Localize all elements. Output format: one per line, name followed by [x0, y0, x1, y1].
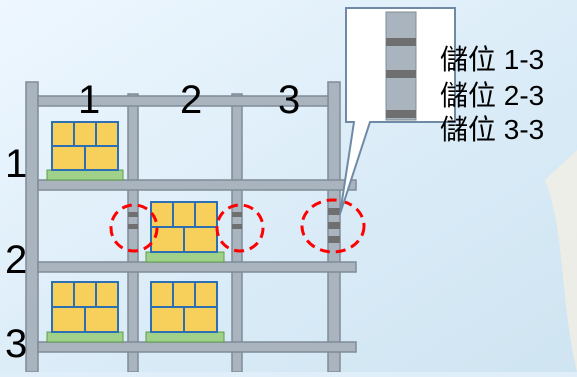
rack-beam-2	[37, 261, 357, 273]
background-decoration	[545, 150, 577, 372]
rack-beam-3	[37, 341, 357, 353]
highlight-circle-upright-1	[109, 203, 159, 253]
pallet-stack-r3c1	[46, 281, 124, 343]
row-label-1: 1	[5, 142, 28, 186]
zoomed-upright	[385, 11, 417, 121]
slot-label-3-3: 儲位 3-3	[440, 114, 545, 145]
row-label-2: 2	[5, 238, 28, 282]
upright-location-markers	[128, 208, 340, 243]
row-label-3: 3	[5, 322, 28, 366]
column-label-2: 2	[180, 78, 203, 122]
rack-upright-mid2	[231, 93, 243, 373]
column-label-3: 3	[278, 78, 301, 122]
highlight-circle-upright-2	[215, 203, 265, 253]
pallet-stack-r2c2	[145, 201, 225, 263]
highlight-circle-upright-3	[300, 198, 366, 254]
slot-label-1-3: 儲位 1-3	[440, 44, 545, 75]
rack-upright-left	[25, 81, 39, 373]
rack-upright-mid1	[127, 93, 139, 373]
rack-beam-1	[37, 179, 357, 191]
slot-label-2-3: 儲位 2-3	[440, 80, 545, 111]
pallet-stack-r1c1	[46, 121, 124, 181]
pallet-stack-r3c2	[145, 281, 225, 343]
column-label-1: 1	[78, 78, 101, 122]
rack-beam-top	[37, 95, 329, 107]
